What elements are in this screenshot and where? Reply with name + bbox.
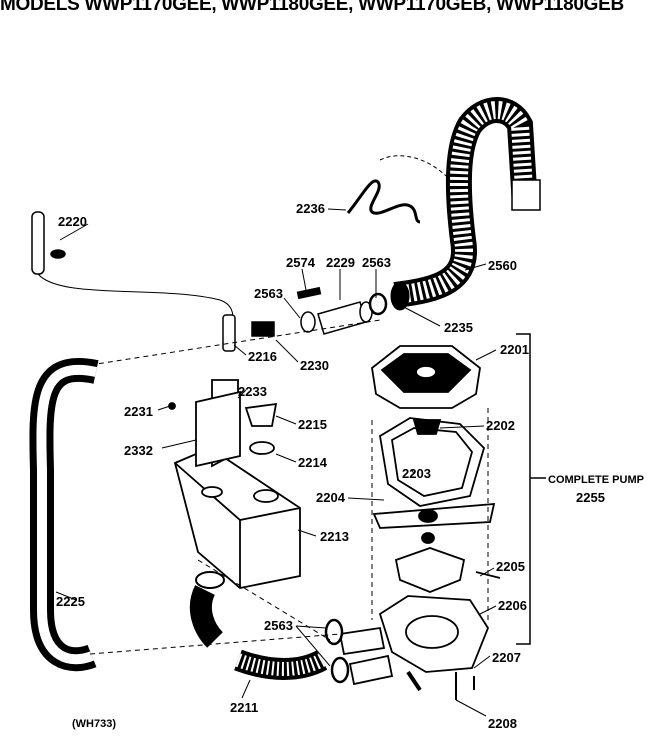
- diagram-code: (WH733): [72, 718, 116, 730]
- label-2207: 2207: [492, 650, 521, 665]
- label-2332: 2332: [124, 443, 153, 458]
- label-2206: 2206: [498, 598, 527, 613]
- pump-assembly: [324, 345, 501, 700]
- complete-pump-caption: COMPLETE PUMP: [548, 474, 644, 486]
- complete-pump-bracket: [516, 333, 546, 645]
- label-2220: 2220: [58, 214, 87, 229]
- hose-2225: [29, 358, 99, 672]
- drain-hose-2560: [390, 97, 541, 311]
- label-2225: 2225: [56, 594, 85, 609]
- page-title: MODELS WWP1170GEE, WWP1180GEE, WWP1170GE…: [0, 0, 624, 15]
- label-2216: 2216: [248, 349, 277, 364]
- label-2563-top: 2563: [362, 255, 391, 270]
- connector-assembly: [251, 286, 388, 337]
- label-2202: 2202: [486, 418, 515, 433]
- label-2213: 2213: [320, 529, 349, 544]
- label-2563-left: 2563: [254, 286, 283, 301]
- label-2204: 2204: [316, 490, 346, 505]
- elbow-hose-2211: [189, 571, 328, 680]
- label-2230: 2230: [300, 358, 329, 373]
- tube-2220: [31, 211, 236, 352]
- housing-2213: [168, 379, 301, 589]
- leader-lines: [55, 208, 497, 717]
- label-2233: 2233: [238, 384, 267, 399]
- label-2211: 2211: [230, 700, 258, 715]
- label-2255: 2255: [576, 490, 605, 505]
- label-2208: 2208: [488, 716, 517, 731]
- label-2215: 2215: [298, 417, 327, 432]
- label-2214: 2214: [298, 455, 328, 470]
- label-2203: 2203: [402, 466, 431, 481]
- label-2236: 2236: [296, 201, 325, 216]
- label-2235: 2235: [444, 320, 473, 335]
- hose-clip-2236: [346, 155, 451, 224]
- label-2205: 2205: [496, 559, 525, 574]
- label-2563-bottom: 2563: [264, 618, 293, 633]
- label-2231: 2231: [124, 404, 153, 419]
- label-2574: 2574: [286, 255, 316, 270]
- label-2229: 2229: [326, 255, 355, 270]
- label-2560: 2560: [488, 258, 517, 273]
- label-2201: 2201: [500, 342, 529, 357]
- part-labels: 2220 2236 2560 2574 2229 2563 2563 2235 …: [56, 201, 644, 731]
